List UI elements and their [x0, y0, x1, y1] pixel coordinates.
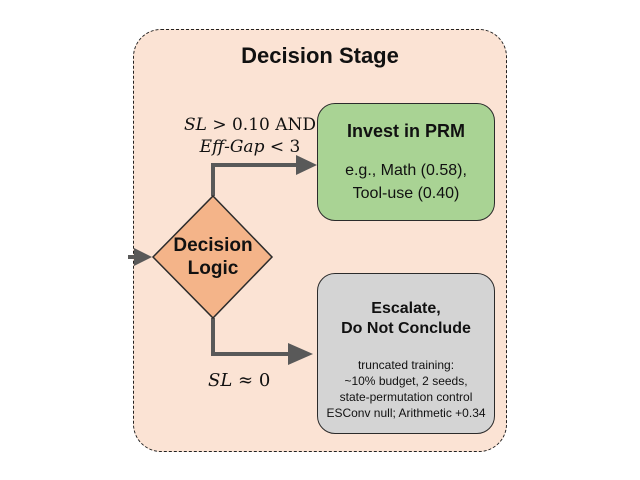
lower-branch-condition: SL ≈ 0 [208, 370, 308, 391]
incoming-arrow [128, 248, 152, 266]
condition-gap-threshold: < 3 [264, 137, 301, 157]
escalate-box-title-line2: Do Not Conclude [341, 320, 471, 337]
escalate-box-title-line1: Escalate, [371, 300, 441, 317]
condition-var-effgap: Eff-Gap [199, 137, 265, 157]
escalate-note-4: ESConv null; Arithmetic +0.34 [326, 406, 486, 420]
decision-diamond [151, 194, 274, 320]
escalate-note-2: ~10% budget, 2 seeds, [344, 374, 468, 388]
condition-var-sl: SL [183, 115, 207, 135]
escalate-note-3: state-permutation control [339, 390, 473, 404]
condition-threshold: > 0.10 AND [206, 115, 317, 135]
escalate-note-1: truncated training: [357, 358, 455, 372]
lower-condition-value: ≈ 0 [232, 370, 271, 391]
condition-line-1: SL > 0.10 AND [170, 114, 330, 136]
invest-box-example-2: Tool-use (0.40) [352, 185, 460, 202]
invest-box-example-1: e.g., Math (0.58), [345, 162, 467, 179]
arrow-to-escalate [211, 318, 313, 365]
decision-label-line1: Decision [173, 235, 253, 256]
stage-title: Decision Stage [241, 43, 399, 68]
upper-branch-condition: SL > 0.10 AND Eff-Gap < 3 [170, 114, 330, 158]
lower-condition-var-sl: SL [208, 370, 233, 391]
invest-in-prm-box: Invest in PRM e.g., Math (0.58), Tool-us… [317, 103, 495, 221]
condition-line-2: Eff-Gap < 3 [170, 136, 330, 158]
escalate-box: Escalate, Do Not Conclude truncated trai… [317, 273, 495, 434]
decision-logic-label: Decision Logic [155, 234, 271, 280]
decision-label-line2: Logic [187, 258, 239, 279]
invest-box-title: Invest in PRM [346, 121, 466, 141]
arrow-to-invest [211, 155, 317, 196]
